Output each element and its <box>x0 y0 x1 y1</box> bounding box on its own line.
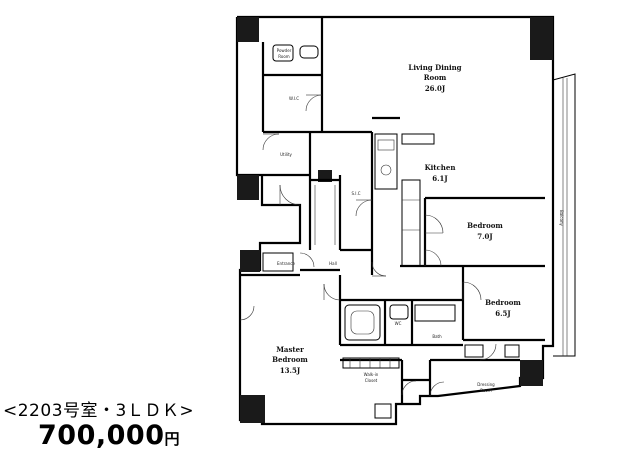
dressing-sink <box>464 344 484 358</box>
interior-walls <box>240 17 545 404</box>
bedroom2-size: 6.5J <box>495 309 511 318</box>
bedroom2-label: Bedroom <box>485 298 521 307</box>
wc-label: WC <box>395 321 402 326</box>
living-size: 26.0J <box>425 84 446 93</box>
master-label-2: Bedroom <box>272 355 308 364</box>
balcony-label: Balcony <box>559 210 564 226</box>
dressing-label-2: Room <box>480 388 491 393</box>
columns <box>237 17 553 423</box>
entrance-label: Entrance <box>277 261 295 266</box>
kitchen-label: Kitchen <box>425 163 456 172</box>
bath-label: Bath <box>432 334 442 339</box>
balcony: Balcony <box>552 73 576 357</box>
column <box>240 250 260 272</box>
walkin-label-1: Walk-in <box>364 372 379 377</box>
sic-label: S.I.C <box>351 191 360 196</box>
wc-toilet <box>389 304 409 320</box>
powder-label-1: Powder <box>277 48 292 53</box>
column <box>520 360 543 386</box>
toilet <box>299 45 319 59</box>
kitchen-size: 6.1J <box>432 174 448 183</box>
pantry-shelves <box>401 179 421 267</box>
shelf <box>374 403 392 419</box>
vanity <box>414 304 456 322</box>
column <box>530 17 553 60</box>
bathtub <box>344 304 381 341</box>
column <box>240 395 265 423</box>
kitchen-counter <box>374 133 398 190</box>
powder-label-2: Room <box>278 54 289 59</box>
price-unit: 円 <box>164 430 180 448</box>
column <box>237 17 259 42</box>
price-value: 700,000 <box>38 420 165 451</box>
price: 700,000円 <box>38 420 180 451</box>
shoe-cabinet <box>262 252 294 272</box>
doors <box>239 94 497 397</box>
dressing-label-1: Dressing <box>477 382 495 387</box>
hall-label: Hall <box>329 261 337 266</box>
bedroom1-size: 7.0J <box>477 232 493 241</box>
utility-label: Utility <box>280 152 292 157</box>
walkin-label-2: Closet <box>365 378 378 383</box>
room-labels: Living Dining Room 26.0J Kitchen 6.1J Be… <box>272 48 521 393</box>
wic-label: W.I.C <box>289 96 299 101</box>
living-label-1: Living Dining <box>408 63 461 72</box>
column <box>237 175 259 200</box>
fixtures <box>262 44 520 419</box>
bedroom1-label: Bedroom <box>467 221 503 230</box>
living-label-2: Room <box>424 73 447 82</box>
powder-sink <box>272 44 294 62</box>
master-label-1: Master <box>276 345 304 354</box>
unit-caption: <2203号室・3ＬＤＫ> <box>3 401 195 421</box>
master-size: 13.5J <box>280 366 301 375</box>
